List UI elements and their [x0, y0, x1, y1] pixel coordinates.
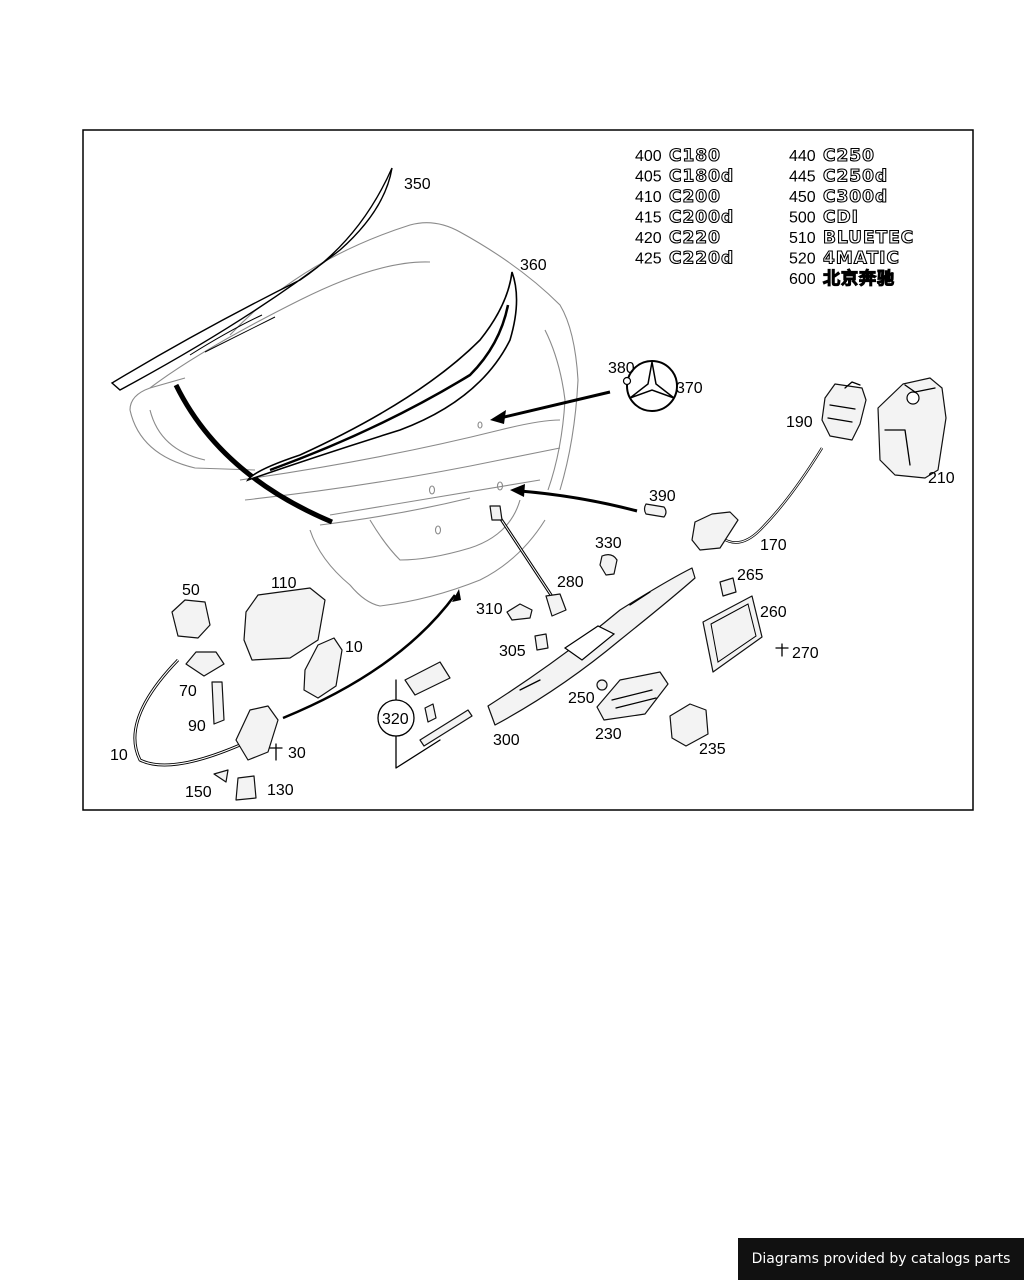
legend-badge: C250d	[823, 167, 888, 187]
legend-number: 520	[789, 251, 816, 268]
star-emblem-370	[626, 360, 678, 412]
grommet-250	[596, 679, 608, 691]
legend-number: 410	[635, 189, 662, 206]
seal-strip-360	[173, 271, 518, 525]
cable-10-lower	[133, 658, 279, 767]
legend-badge: C300d	[823, 187, 888, 207]
legend-badge: C250	[823, 146, 875, 166]
legend-badge: CDI	[823, 208, 859, 228]
rod-280	[489, 505, 567, 617]
part-70	[185, 651, 225, 677]
switch-50	[171, 599, 211, 639]
callout-90: 90	[188, 718, 206, 735]
legend-number: 510	[789, 230, 816, 247]
callout-280: 280	[557, 574, 584, 591]
plate-260	[702, 595, 763, 673]
nut-265	[719, 577, 737, 597]
callout-210: 210	[928, 470, 955, 487]
legend-badge: 4MATIC	[823, 249, 900, 269]
legend-badge: C180d	[669, 167, 734, 187]
legend-badge: C220	[669, 228, 721, 248]
callout-150: 150	[185, 784, 212, 801]
callout-190: 190	[786, 414, 813, 431]
switch-235	[669, 703, 709, 747]
group-320	[377, 661, 473, 769]
legend-number: 415	[635, 210, 662, 227]
callout-300: 300	[493, 732, 520, 749]
callout-250: 250	[568, 690, 595, 707]
callout-350: 350	[404, 176, 431, 193]
callout-390: 390	[649, 488, 676, 505]
bracket-130	[235, 775, 257, 801]
screw-270	[775, 643, 789, 657]
callout-110: 110	[271, 575, 297, 592]
callout-305: 305	[499, 643, 526, 660]
legend-number: 440	[789, 148, 816, 165]
legend-number: 445	[789, 169, 816, 186]
callout-70: 70	[179, 683, 197, 700]
cover-110	[243, 587, 326, 661]
legend-number: 420	[635, 230, 662, 247]
callout-170: 170	[760, 537, 787, 554]
legend-number: 450	[789, 189, 816, 206]
legend-badge: 北京奔驰	[823, 268, 895, 289]
rear-spoiler-350	[110, 167, 393, 391]
badge-legend: 400 C180 405 C180d 410 C200 415 C200d 420 C220 425…	[635, 145, 914, 289]
callout-235: 235	[699, 741, 726, 758]
clip-330	[599, 554, 618, 576]
lock-actuator-190	[821, 381, 867, 441]
callout-230: 230	[595, 726, 622, 743]
callout-130: 130	[267, 782, 294, 799]
callout-320: 320	[382, 711, 409, 728]
legend-badge: C220d	[669, 249, 734, 269]
legend-number: 400	[635, 148, 662, 165]
bracket-310	[506, 603, 533, 621]
screw-30	[269, 743, 283, 761]
callout-360: 360	[520, 257, 547, 274]
pointer-arrows	[282, 390, 638, 720]
callout-10b: 10	[110, 747, 128, 764]
cover-210	[877, 377, 947, 479]
handle-strip-300	[487, 567, 696, 726]
callout-310: 310	[476, 601, 503, 618]
legend-number: 405	[635, 169, 662, 186]
clip-305	[534, 633, 549, 651]
callout-380: 380	[608, 360, 635, 377]
legend-badge: BLUETEC	[823, 228, 914, 248]
callout-265: 265	[737, 567, 764, 584]
legend-badge: C200d	[669, 208, 734, 228]
legend-badge: C180	[669, 146, 721, 166]
legend-number: 500	[789, 210, 816, 227]
nut-380	[622, 376, 632, 386]
sleeve-390	[643, 503, 667, 518]
lock-10-upper	[303, 637, 343, 699]
callout-270: 270	[792, 645, 819, 662]
callout-labels: 350 360 380 370 190 210 390 170 330 265 280 260 50 11…	[110, 176, 955, 801]
callout-260: 260	[760, 604, 787, 621]
lamp-230	[596, 671, 669, 721]
callout-330: 330	[595, 535, 622, 552]
bolt-90	[211, 681, 225, 725]
trunk-lid-outline	[129, 222, 579, 607]
footer-credit: Diagrams provided by catalogs parts	[738, 1238, 1024, 1280]
legend-number: 600	[789, 271, 816, 288]
callout-10a: 10	[345, 639, 363, 656]
callout-30: 30	[288, 745, 306, 762]
callout-370: 370	[676, 380, 703, 397]
legend-number: 425	[635, 251, 662, 268]
callout-50: 50	[182, 582, 200, 599]
cable-170	[691, 447, 824, 551]
pin-150	[213, 769, 229, 783]
legend-badge: C200	[669, 187, 721, 207]
